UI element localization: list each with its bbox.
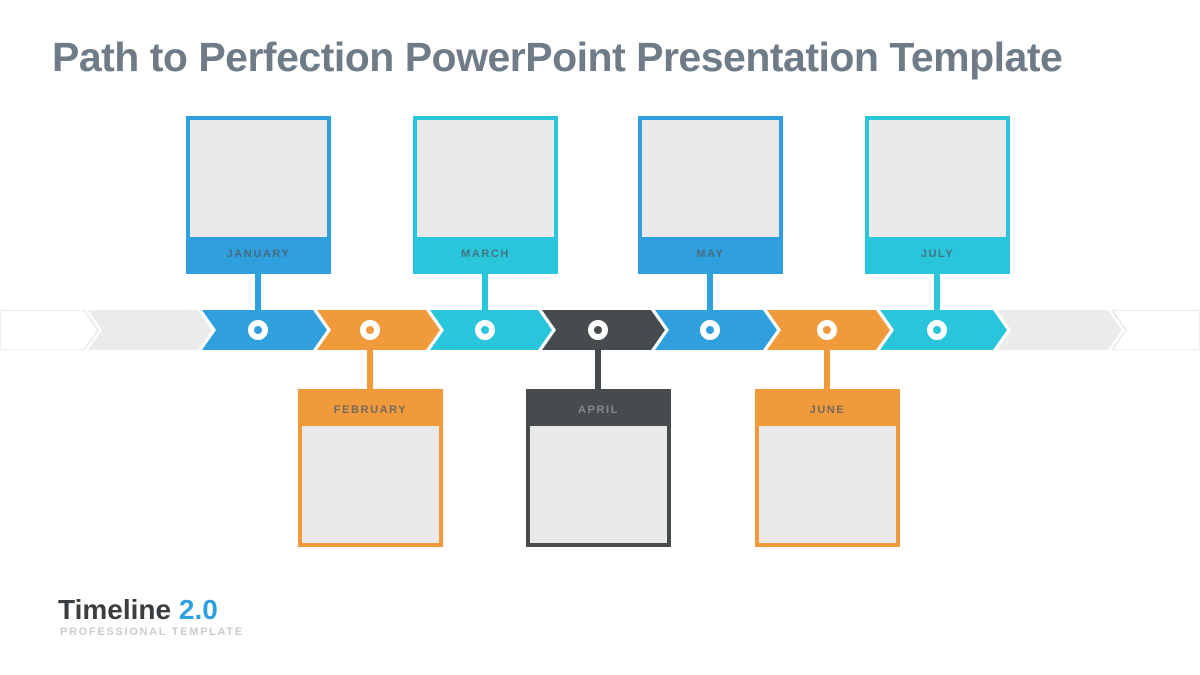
image-placeholder [302, 426, 439, 543]
image-placeholder [642, 120, 779, 237]
connector-february [367, 348, 373, 390]
timeline-node-june[interactable] [817, 320, 837, 340]
connector-june [824, 348, 830, 390]
timeline-band [0, 310, 1200, 350]
connector-july [934, 272, 940, 312]
timeline-segment-trail-white [1111, 310, 1200, 350]
month-label-band: JULY [869, 237, 1006, 270]
month-label-band: MARCH [417, 237, 554, 270]
month-card-april[interactable]: APRIL [526, 389, 671, 547]
month-card-february[interactable]: FEBRUARY [298, 389, 443, 547]
month-label-band: JANUARY [190, 237, 327, 270]
timeline-node-february[interactable] [360, 320, 380, 340]
connector-january [255, 272, 261, 312]
timeline-node-march[interactable] [475, 320, 495, 340]
timeline-segment-lead-gray [88, 310, 212, 350]
timeline-node-may[interactable] [700, 320, 720, 340]
month-label-may: MAY [696, 247, 725, 260]
month-label-june: JUNE [809, 403, 846, 416]
timeline-segment-june [767, 310, 890, 350]
month-label-band: MAY [642, 237, 779, 270]
timeline-node-july[interactable] [927, 320, 947, 340]
brand-version: 2.0 [178, 594, 218, 625]
month-label-january: JANUARY [226, 247, 291, 260]
image-placeholder [190, 120, 327, 237]
month-label-july: JULY [920, 247, 955, 260]
month-card-june[interactable]: JUNE [755, 389, 900, 547]
connector-march [482, 272, 488, 312]
month-label-march: MARCH [461, 247, 510, 260]
timeline-node-april[interactable] [588, 320, 608, 340]
image-placeholder [869, 120, 1006, 237]
month-card-july[interactable]: JULY [865, 116, 1010, 274]
month-card-may[interactable]: MAY [638, 116, 783, 274]
month-label-april: APRIL [578, 403, 619, 416]
month-label-band: FEBRUARY [302, 393, 439, 426]
brand-name: Timeline [58, 594, 172, 625]
month-card-january[interactable]: JANUARY [186, 116, 331, 274]
month-label-band: JUNE [759, 393, 896, 426]
timeline-node-january[interactable] [248, 320, 268, 340]
timeline-segment-lead-white [0, 310, 99, 350]
connector-april [595, 348, 601, 390]
connector-may [707, 272, 713, 312]
month-card-march[interactable]: MARCH [413, 116, 558, 274]
image-placeholder [417, 120, 554, 237]
image-placeholder [530, 426, 667, 543]
slide-title: Path to Perfection PowerPoint Presentati… [52, 34, 1063, 80]
month-label-february: FEBRUARY [333, 403, 408, 416]
image-placeholder [759, 426, 896, 543]
brand-tagline: PROFESSIONAL TEMPLATE [60, 626, 244, 638]
timeline-segment-trail-gray [997, 310, 1122, 350]
brand-logo: Timeline 2.0 [58, 594, 218, 626]
month-label-band: APRIL [530, 393, 667, 426]
